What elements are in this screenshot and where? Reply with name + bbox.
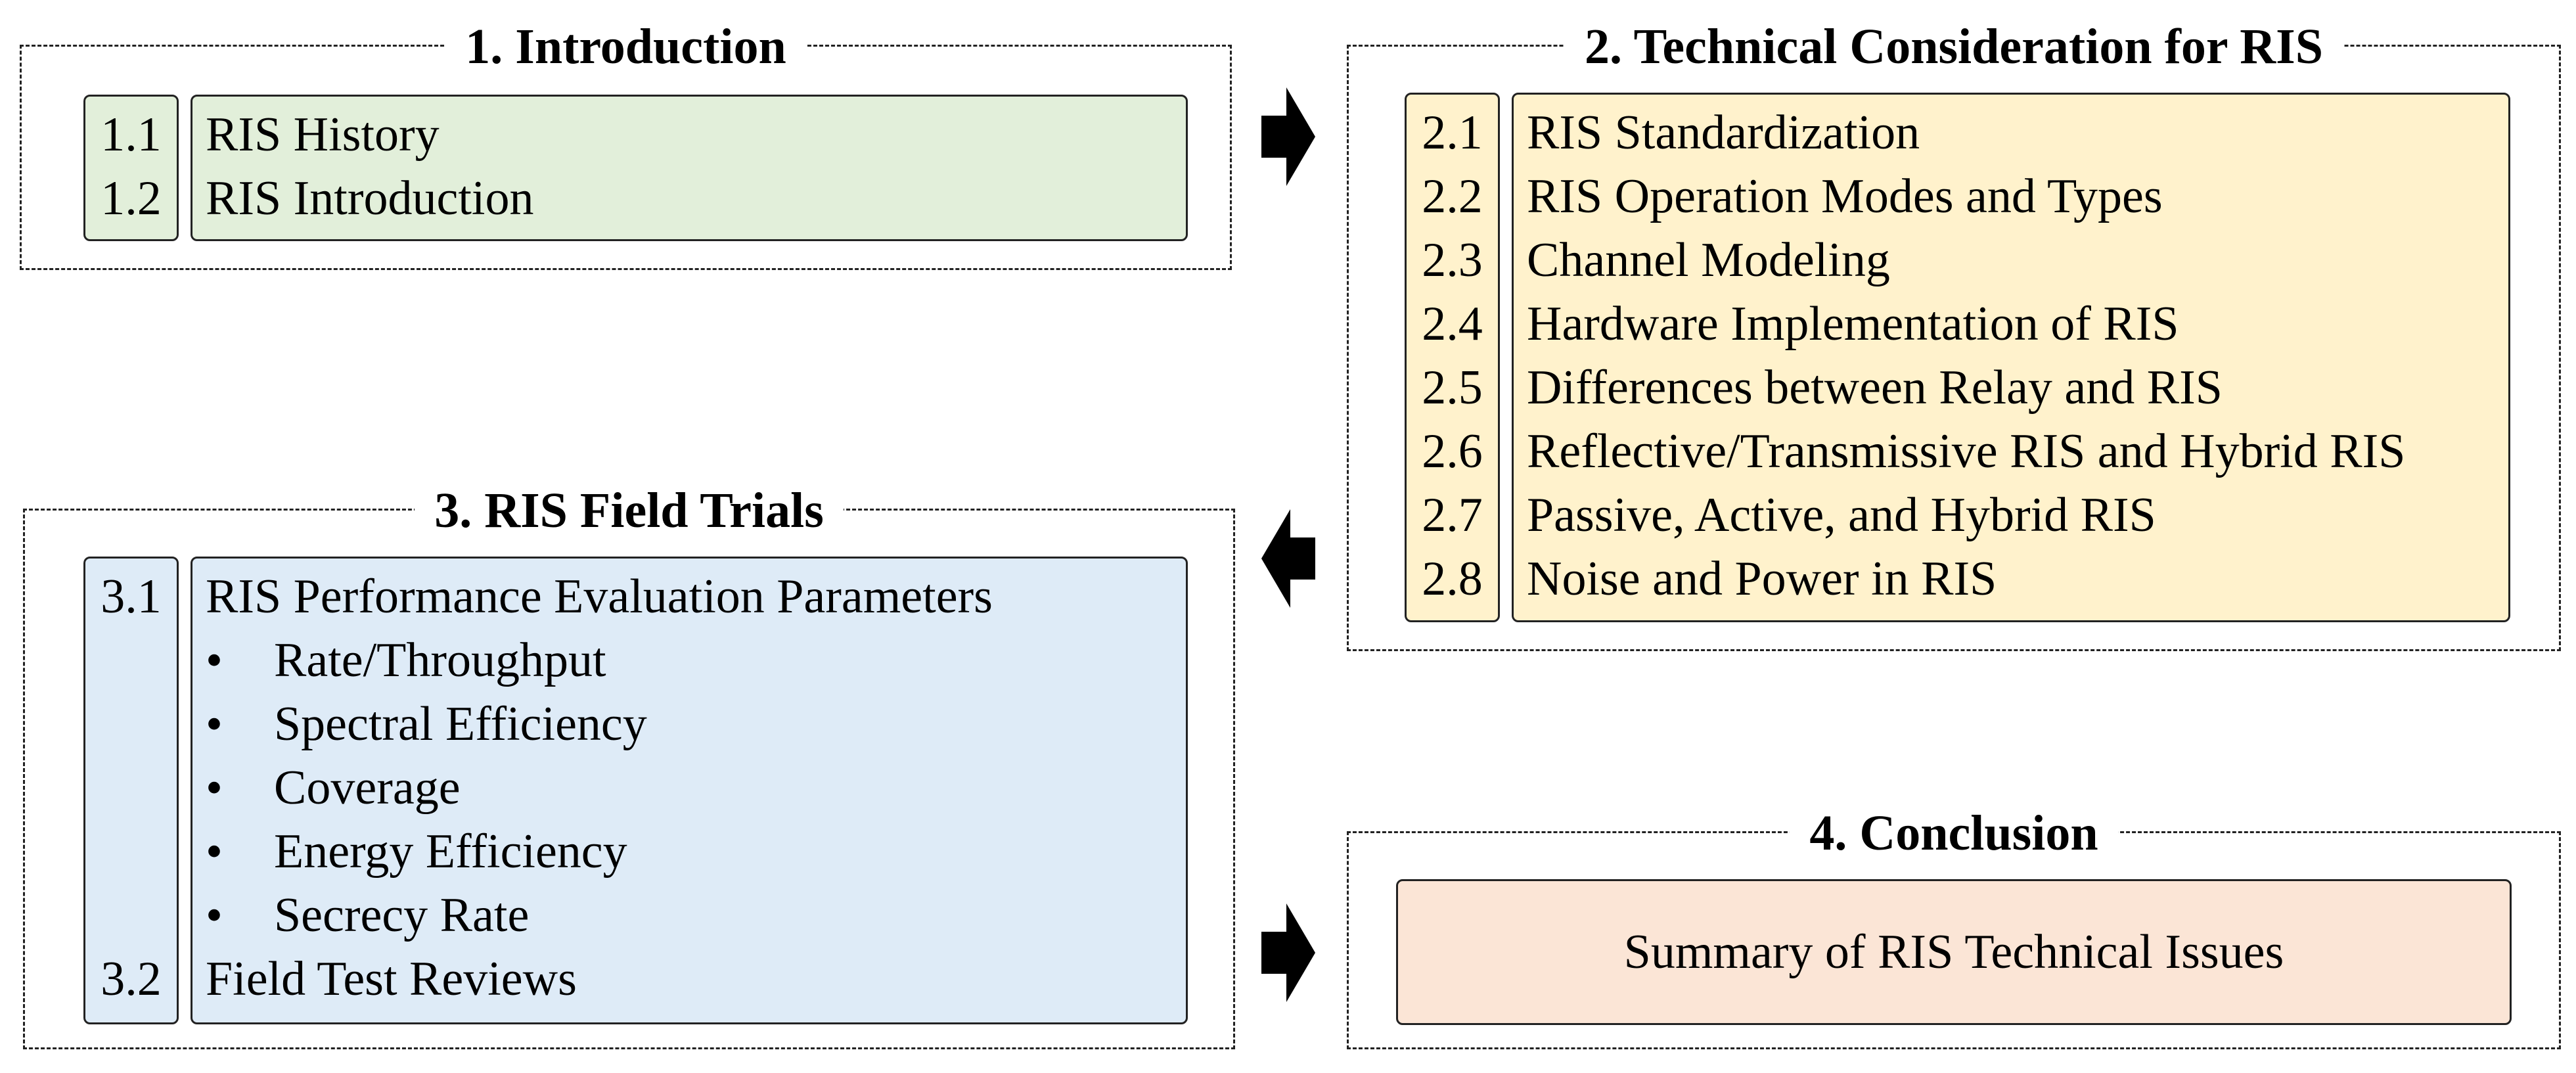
field-trials-number-column: 3.1 3.2 (83, 557, 179, 1024)
section-introduction: 1. Introduction 1.1 1.2 RIS History RIS … (20, 19, 1232, 270)
item-label-ris-introduction: RIS Introduction (206, 171, 534, 225)
bullet-energy-efficiency: Energy Efficiency (274, 825, 627, 879)
arrow-left-icon (1261, 509, 1315, 608)
item-number-2-3: 2.3 (1422, 233, 1483, 287)
section-title-introduction: 1. Introduction (445, 19, 806, 74)
item-number-1-2: 1.2 (101, 171, 162, 225)
item-label-performance-parameters: RIS Performance Evaluation Parameters (206, 570, 993, 624)
bullet-spectral-efficiency: Spectral Efficiency (274, 697, 647, 751)
item-label-relay-differences: Differences between Relay and RIS (1527, 361, 2223, 415)
bullet-marker: • (206, 825, 223, 879)
bullet-marker: • (206, 633, 223, 687)
item-label-field-test-reviews: Field Test Reviews (206, 952, 577, 1006)
item-number-2-2: 2.2 (1422, 170, 1483, 223)
item-number-2-4: 2.4 (1422, 297, 1483, 351)
bullet-marker: • (206, 697, 223, 751)
item-label-channel-modeling: Channel Modeling (1527, 233, 1890, 287)
item-label-hardware-implementation: Hardware Implementation of RIS (1527, 297, 2179, 351)
item-label-ris-history: RIS History (206, 108, 440, 162)
arrow-right-icon (1261, 903, 1315, 1002)
item-number-1-1: 1.1 (101, 108, 162, 162)
item-number-2-1: 2.1 (1422, 106, 1483, 160)
section-technical-consideration: 2. Technical Consideration for RIS 2.1 2… (1347, 19, 2561, 651)
item-number-2-8: 2.8 (1422, 552, 1483, 606)
technical-label-column: RIS Standardization RIS Operation Modes … (1512, 93, 2510, 622)
bullet-rate-throughput: Rate/Throughput (274, 633, 606, 687)
conclusion-summary-text: Summary of RIS Technical Issues (1623, 925, 2284, 979)
field-trials-label-column: RIS Performance Evaluation Parameters • … (191, 557, 1188, 1024)
item-number-3-2: 3.2 (101, 952, 162, 1006)
introduction-number-column: 1.1 1.2 (83, 95, 179, 241)
section-title-technical: 2. Technical Consideration for RIS (1565, 19, 2343, 74)
item-number-2-5: 2.5 (1422, 361, 1483, 415)
item-label-passive-active-hybrid: Passive, Active, and Hybrid RIS (1527, 488, 2156, 542)
section-title-conclusion: 4. Conclusion (1790, 806, 2118, 861)
bullet-coverage: Coverage (274, 761, 461, 815)
item-label-reflective-transmissive: Reflective/Transmissive RIS and Hybrid R… (1527, 424, 2406, 478)
item-number-2-7: 2.7 (1422, 488, 1483, 542)
bullet-marker: • (206, 888, 223, 942)
section-title-field-trials: 3. RIS Field Trials (415, 483, 844, 538)
section-field-trials: 3. RIS Field Trials 3.1 3.2 RIS Performa… (23, 483, 1235, 1049)
item-label-noise-power: Noise and Power in RIS (1527, 552, 1997, 606)
bullet-marker: • (206, 761, 223, 815)
technical-number-column: 2.1 2.2 2.3 2.4 2.5 2.6 2.7 2.8 (1405, 93, 1500, 622)
item-number-3-1: 3.1 (101, 570, 162, 624)
arrow-right-icon (1261, 87, 1315, 186)
item-label-ris-operation-modes: RIS Operation Modes and Types (1527, 170, 2163, 223)
introduction-label-column: RIS History RIS Introduction (191, 95, 1188, 241)
bullet-secrecy-rate: Secrecy Rate (274, 888, 530, 942)
item-number-2-6: 2.6 (1422, 424, 1483, 478)
item-label-ris-standardization: RIS Standardization (1527, 106, 1920, 160)
conclusion-summary-box: Summary of RIS Technical Issues (1396, 879, 2512, 1025)
section-conclusion: 4. Conclusion Summary of RIS Technical I… (1347, 806, 2561, 1049)
